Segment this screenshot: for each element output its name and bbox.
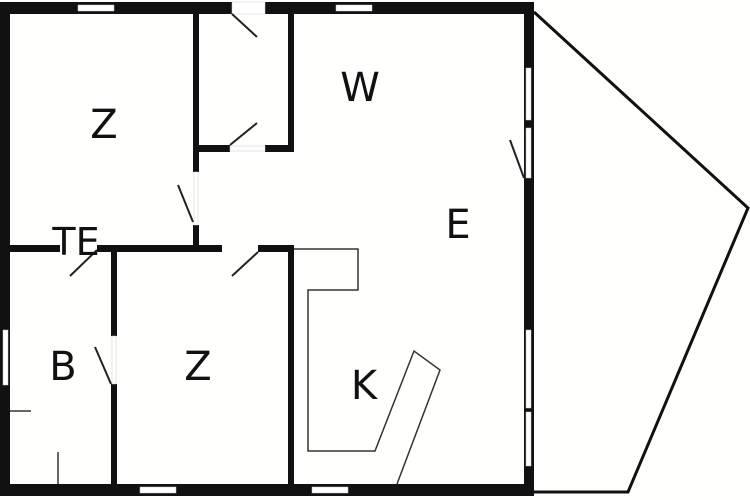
door-opening [193,171,199,226]
door-opening [231,1,266,15]
windows [2,1,532,494]
terrace-outline [532,10,750,494]
wall-interior [111,384,117,484]
room-label-bathroom: B [49,344,77,390]
window [335,4,373,12]
wall-interior [193,145,230,152]
room-label-kitchen: K [350,363,378,409]
door-opening [525,127,532,179]
wall-left [0,2,10,496]
kitchen-counter [294,248,441,485]
window [139,486,177,494]
door-swings [69,13,525,385]
wall-right [524,2,534,496]
wall-top [0,2,534,14]
room-label-bedroom-2: Z [184,344,212,390]
window [311,486,349,494]
room-label-toilet: TE [52,220,100,264]
door-opening [111,335,117,385]
walls [0,2,534,496]
room-label-bedroom: Z [90,102,118,148]
window [525,67,532,121]
window [2,329,9,386]
wall-interior [193,225,199,247]
room-label-living: W [340,65,380,111]
wall-interior [288,245,294,484]
window [525,329,532,409]
window [77,4,115,12]
room-label-dining: E [445,202,471,248]
wall-interior [288,14,294,152]
wall-bottom [0,484,534,496]
fixtures [10,248,441,485]
wall-interior [265,145,294,152]
window [525,411,532,467]
wall-interior [97,245,222,252]
wall-interior [111,252,117,336]
door-opening [229,145,266,152]
wall-interior [10,245,60,252]
wall-interior [258,245,294,252]
wall-interior [193,14,199,172]
